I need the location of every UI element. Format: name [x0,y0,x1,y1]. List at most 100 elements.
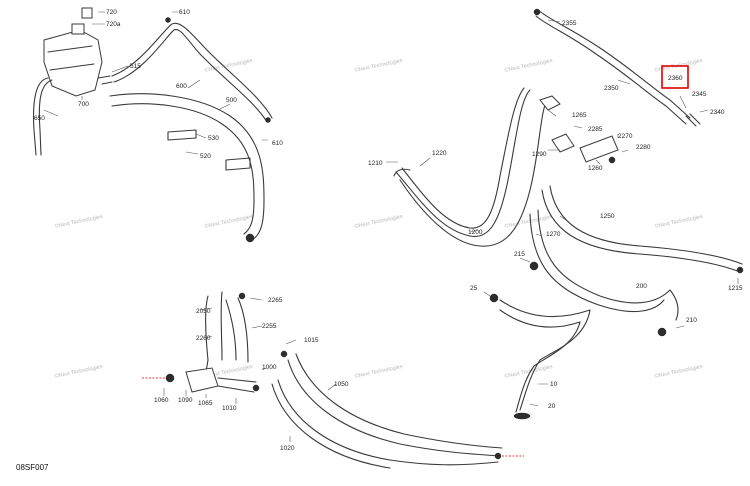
part-label-2265[interactable]: 2265 [268,297,283,304]
watermark: ©Next Technologies [504,363,554,380]
part-label-720[interactable]: 720 [106,9,117,16]
watermark: ©Next Technologies [204,213,254,230]
hose-1000-stub [217,377,257,393]
part-label-1050[interactable]: 1050 [334,381,349,388]
part-label-600[interactable]: 600 [176,83,187,90]
watermark: ©Next Technologies [354,213,404,230]
part-label-1090[interactable]: 1090 [178,397,193,404]
part-label-610[interactable]: 610 [179,9,190,16]
part-label-1290[interactable]: 1290 [532,151,547,158]
watermark: ©Next Technologies [354,57,404,74]
hose-clamp-1060 [165,373,175,383]
watermark: ©Next Technologies [654,363,704,380]
part-label-1260[interactable]: 1260 [588,165,603,172]
part-label-200[interactable]: 200 [636,283,647,290]
part-label-2280[interactable]: 2280 [636,144,651,151]
part-label-1015[interactable]: 1015 [304,337,319,344]
part-label-25[interactable]: 25 [470,285,478,292]
bracket-520 [225,157,251,171]
reservoir-outlet [97,75,113,85]
hose-1210-end [393,168,411,177]
part-label-2260[interactable]: 2260 [196,335,211,342]
part-label-10[interactable]: 10 [550,381,558,388]
part-label-500[interactable]: 500 [226,97,237,104]
part-label-20[interactable]: 20 [548,403,556,410]
part-label-650[interactable]: 650 [34,115,45,122]
hose-2255-b [237,297,249,363]
hose-clamp [265,117,271,123]
hose-1250-inner [549,185,743,265]
hose-200-outer [537,209,679,321]
hose-clamp-1015 [280,350,288,358]
part-label-1265[interactable]: 1265 [572,112,587,119]
part-label-1220[interactable]: 1220 [432,150,447,157]
part-label-515[interactable]: 515 [130,63,141,70]
hose-2270 [579,135,619,163]
tee-fitting [185,367,219,393]
hose-1020-inner [271,383,391,469]
overflow-hose-inner [38,79,53,156]
hose-2350-inner [535,15,687,125]
reservoir-ribs [47,45,95,71]
hose-clamp [533,8,541,16]
hose-2255-a [225,299,237,361]
part-label-1010[interactable]: 1010 [222,405,237,412]
part-label-720a[interactable]: 720a [106,21,121,28]
coolant-reservoir [43,29,103,97]
part-label-2270[interactable]: 2270 [618,133,633,140]
hose-10-outer [499,299,591,411]
fitting-1290 [551,133,575,153]
diagram-code: 08SF007 [16,463,49,472]
part-label-2350[interactable]: 2350 [604,85,619,92]
part-label-1065[interactable]: 1065 [198,400,213,407]
part-label-1000[interactable]: 1000 [262,364,277,371]
watermark: ©Next Technologies [54,213,104,230]
part-label-520[interactable]: 520 [200,153,211,160]
watermark: ©Next Technologies [54,363,104,380]
part-label-2360[interactable]: 2360 [668,75,683,82]
part-label-1060[interactable]: 1060 [154,397,169,404]
part-label-1020[interactable]: 1020 [280,445,295,452]
center-hose-set [386,87,629,247]
hose-clamp [494,452,502,460]
part-label-2345[interactable]: 2345 [692,91,707,98]
part-label-1200[interactable]: 1200 [468,229,483,236]
connector-2340 [685,113,701,127]
hose-clamp [245,233,255,243]
upper-right-hose [533,8,709,127]
hose-clamp [165,17,171,23]
part-label-1215[interactable]: 1215 [728,285,743,292]
part-label-2050[interactable]: 2050 [196,308,211,315]
watermark: ©Next Technologies [354,363,404,380]
hose-600-inner [113,28,268,123]
part-label-2285[interactable]: 2285 [588,126,603,133]
reservoir-cap [71,23,85,35]
lower-left-hoses [142,291,267,404]
hose-10-inner [499,309,581,413]
bottom-long-hose [271,339,524,469]
watermark: ©Next Technologies [504,57,554,74]
part-label-610-b[interactable]: 610 [272,140,283,147]
hose-1200-inner [401,87,525,229]
part-label-700[interactable]: 700 [78,101,89,108]
hose-clamp-210 [657,327,667,337]
bracket-530 [167,129,197,141]
part-label-1210[interactable]: 1210 [368,160,383,167]
reservoir-assembly [32,7,273,243]
part-label-1270[interactable]: 1270 [546,231,561,238]
part-label-1250[interactable]: 1250 [600,213,615,220]
hose-2050-a [205,295,209,373]
watermark: ©Next Technologies [654,213,704,230]
part-label-210[interactable]: 210 [686,317,697,324]
part-label-2255[interactable]: 2255 [262,323,277,330]
part-label-2340[interactable]: 2340 [710,109,725,116]
hose-clamp-215 [529,261,539,271]
hose-1020-outer [277,379,499,466]
overflow-hose-outer [32,77,49,156]
part-label-215[interactable]: 215 [514,251,525,258]
hose-clamp [736,266,744,274]
part-labels: 720 720a 610 515 600 700 500 650 530 610… [34,9,743,452]
part-label-530[interactable]: 530 [208,135,219,142]
part-label-2355[interactable]: 2355 [562,20,577,27]
watermark: ©Next Technologies [504,213,554,230]
